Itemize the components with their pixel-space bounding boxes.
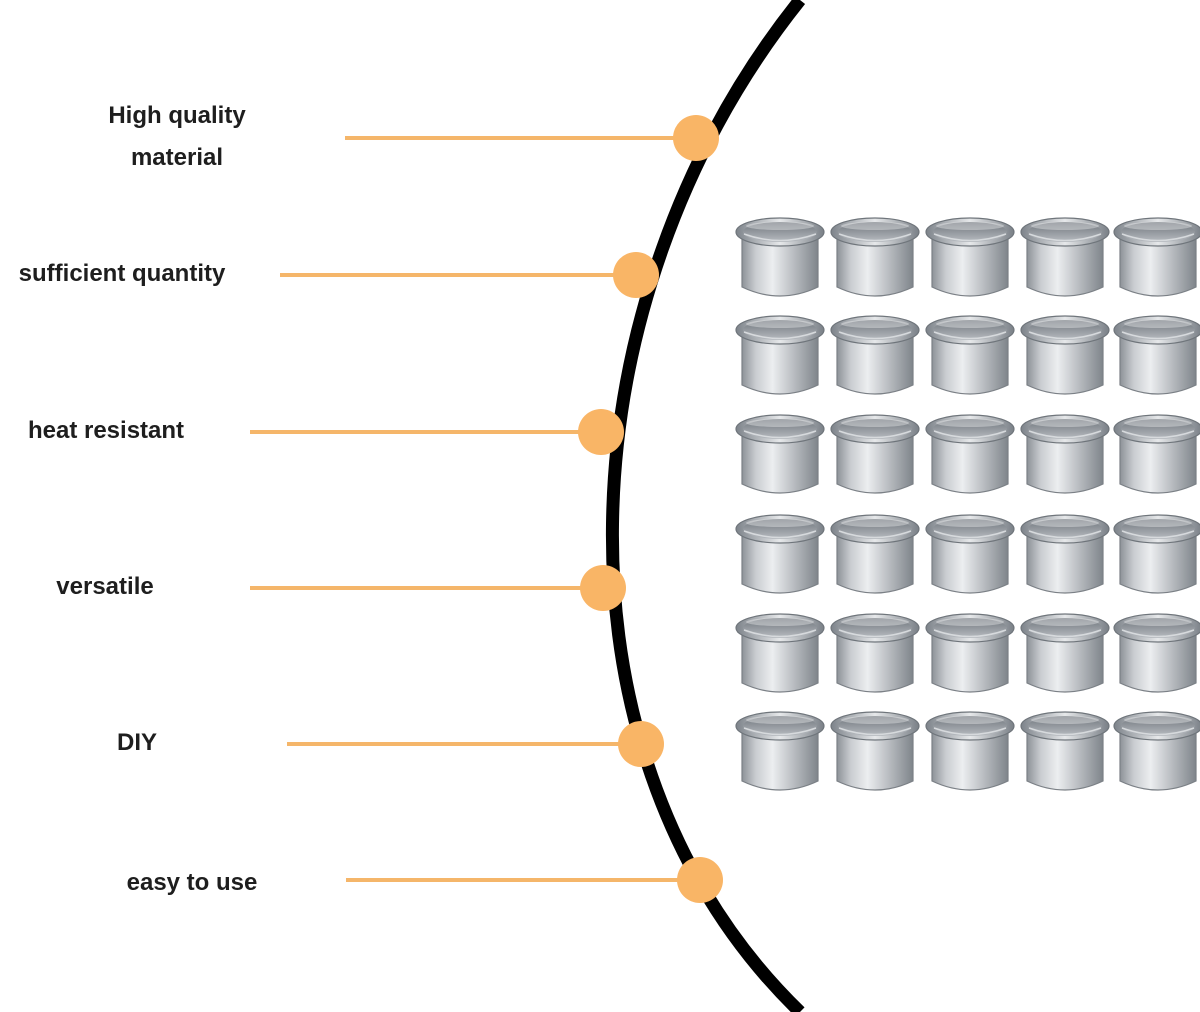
feature-label-line: heat resistant bbox=[27, 417, 185, 444]
candle-cup bbox=[1020, 514, 1110, 594]
candle-cup bbox=[735, 711, 825, 791]
candle-cup bbox=[925, 217, 1015, 297]
candle-cup bbox=[1020, 217, 1110, 297]
candle-cup bbox=[1020, 315, 1110, 395]
candle-cup bbox=[830, 315, 920, 395]
candle-cup bbox=[1113, 711, 1200, 791]
timeline-node bbox=[673, 115, 719, 161]
feature-label-line: sufficient quantity bbox=[18, 260, 226, 287]
feature-label: DIY bbox=[0, 722, 297, 764]
feature-label-line: High quality bbox=[108, 102, 246, 129]
candle-cup bbox=[1020, 613, 1110, 693]
candle-cup bbox=[925, 414, 1015, 494]
feature-label: sufficient quantity bbox=[0, 253, 282, 295]
feature-label: versatile bbox=[0, 566, 265, 608]
candle-cup bbox=[830, 514, 920, 594]
timeline-node bbox=[677, 857, 723, 903]
feature-label: heat resistant bbox=[0, 410, 266, 452]
candle-cup bbox=[925, 514, 1015, 594]
candle-cup bbox=[830, 711, 920, 791]
timeline-node bbox=[613, 252, 659, 298]
feature-label-line: versatile bbox=[56, 573, 154, 600]
candle-cup bbox=[735, 217, 825, 297]
feature-label: High quality material bbox=[17, 95, 337, 179]
timeline-node bbox=[578, 409, 624, 455]
candle-cup bbox=[1113, 217, 1200, 297]
candle-cup bbox=[830, 613, 920, 693]
feature-label-line: DIY bbox=[116, 729, 157, 756]
feature-label-line: material bbox=[130, 144, 224, 171]
timeline-node bbox=[618, 721, 664, 767]
candle-cup bbox=[1113, 514, 1200, 594]
candle-cup bbox=[1113, 414, 1200, 494]
candle-cup bbox=[735, 414, 825, 494]
candle-cup bbox=[830, 217, 920, 297]
candle-cup bbox=[925, 613, 1015, 693]
timeline-node bbox=[580, 565, 626, 611]
candle-cup bbox=[735, 613, 825, 693]
candle-cup bbox=[925, 711, 1015, 791]
candle-cup bbox=[735, 315, 825, 395]
candle-cup bbox=[1020, 711, 1110, 791]
candle-cup bbox=[735, 514, 825, 594]
candle-cup bbox=[925, 315, 1015, 395]
feature-label: easy to use bbox=[32, 862, 352, 904]
candle-cup bbox=[1113, 613, 1200, 693]
candle-cup-grid bbox=[735, 217, 1200, 791]
feature-label-line: easy to use bbox=[126, 869, 258, 896]
candle-cup bbox=[1113, 315, 1200, 395]
candle-cup bbox=[1020, 414, 1110, 494]
candle-cup bbox=[830, 414, 920, 494]
